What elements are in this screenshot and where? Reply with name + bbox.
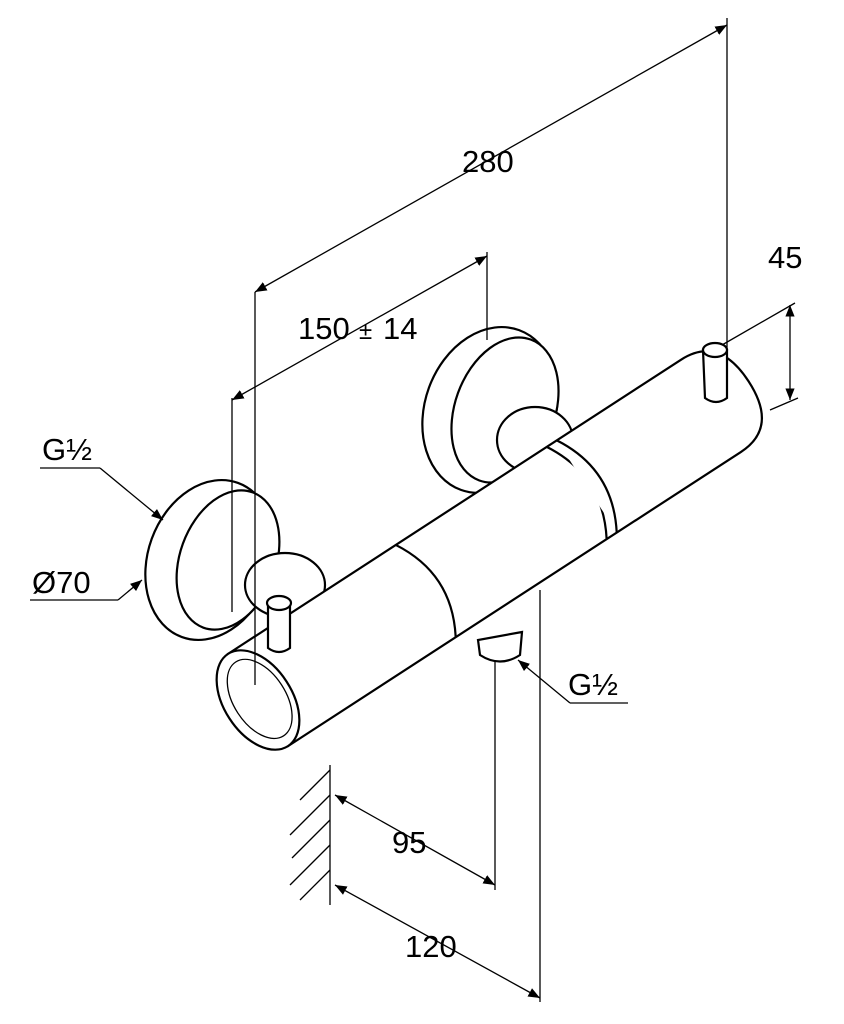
wall-hatch (289, 765, 331, 905)
dimension-45: 45 (721, 240, 802, 411)
rosette-diameter-label: Ø70 (32, 565, 91, 600)
dim-150-label: 150 (298, 311, 350, 346)
thread-outlet-callout: G½ (517, 659, 628, 704)
dim-95-label: 95 (392, 825, 426, 860)
right-pin (701, 341, 729, 404)
dimension-150: 150 ± 14 (231, 252, 488, 612)
left-wall-rosette (144, 478, 327, 642)
rosette-diameter-callout: Ø70 (30, 565, 143, 601)
mixer-body (215, 350, 763, 751)
thread-inlet-callout: G½ (40, 432, 164, 521)
thread-outlet-label: G½ (568, 667, 618, 702)
dim-45-label: 45 (768, 240, 802, 275)
dim-120-label: 120 (405, 929, 457, 964)
outlet-connector (476, 630, 524, 663)
dimension-95: 95 (334, 660, 496, 890)
thread-inlet-label: G½ (42, 432, 92, 467)
dimension-120: 120 (334, 590, 541, 1002)
dimension-280: 280 (254, 18, 728, 685)
dim-280-label: 280 (462, 144, 514, 179)
dim-150-tol-sign: ± (359, 318, 372, 345)
left-pin (265, 594, 293, 654)
dim-150-tol: 14 (383, 311, 417, 346)
